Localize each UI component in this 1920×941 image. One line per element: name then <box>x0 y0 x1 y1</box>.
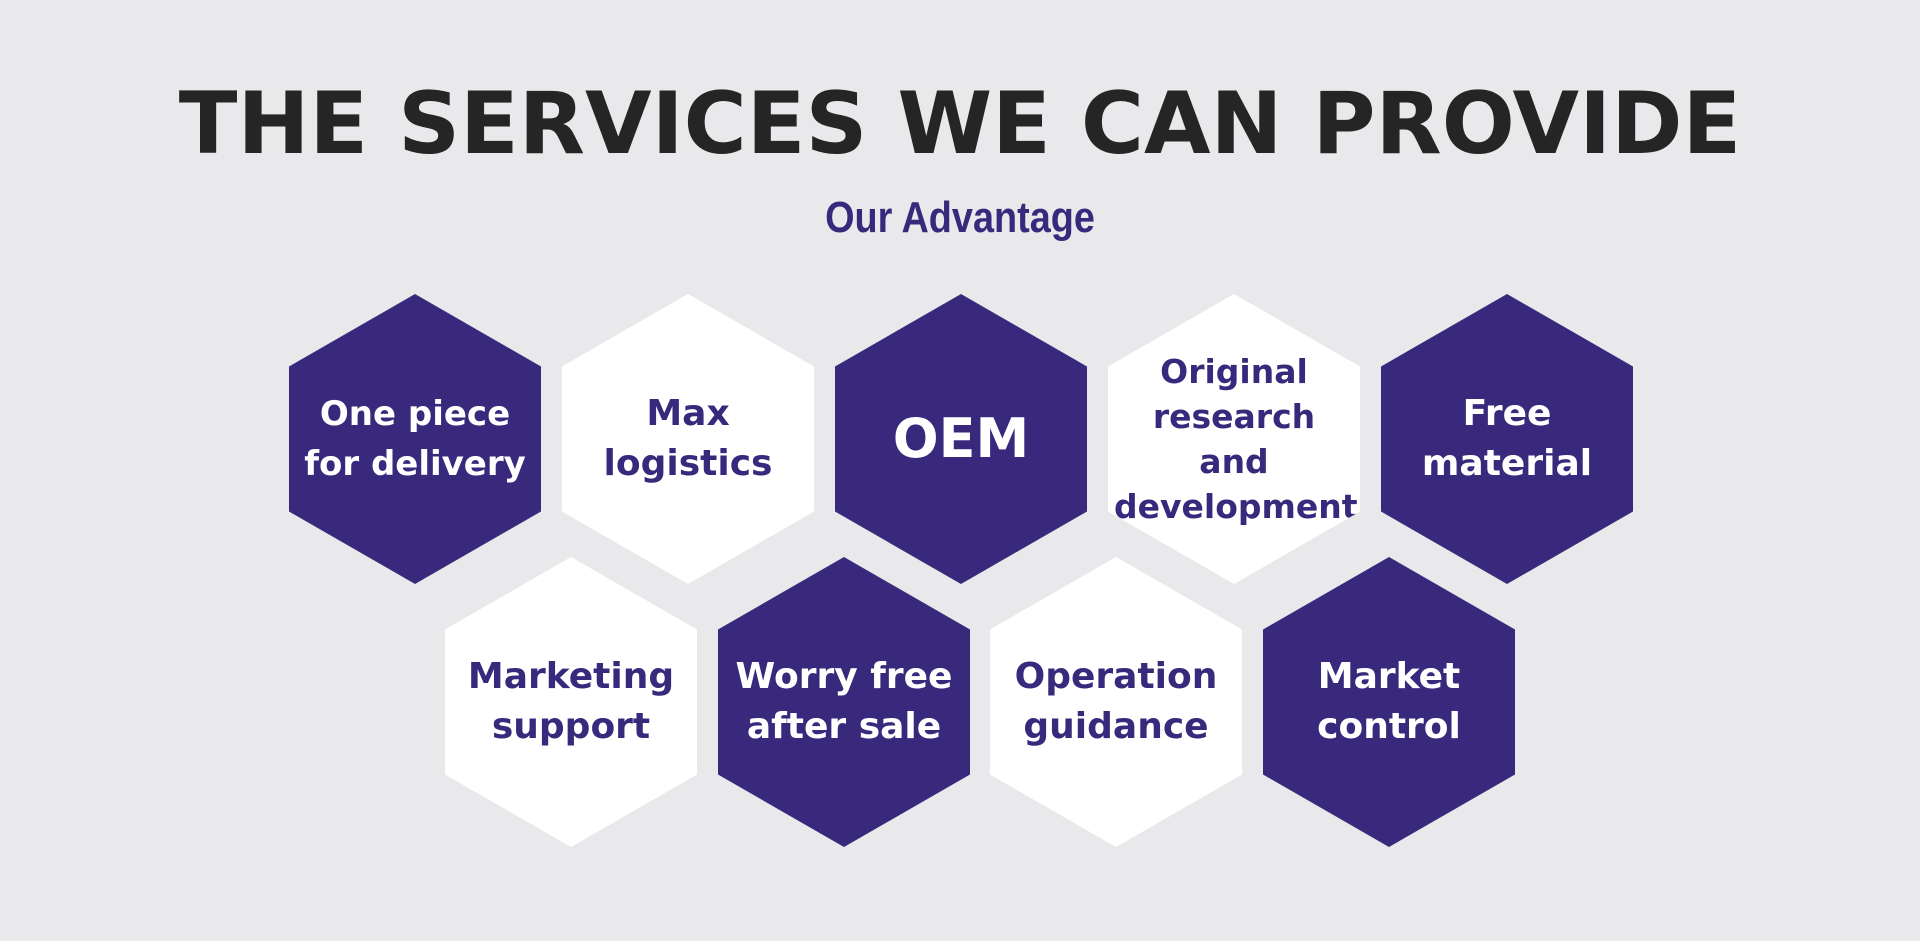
service-hex-market-control: Market control <box>1263 557 1515 847</box>
service-label: One piece for delivery <box>304 394 526 484</box>
service-hex-operation-guidance: Operation guidance <box>990 557 1242 847</box>
page-title: THE SERVICES WE CAN PROVIDE <box>178 74 1742 174</box>
service-label: Free material <box>1421 393 1593 484</box>
service-label: Max logistics <box>603 393 773 484</box>
service-hex-max-logistics: Max logistics <box>562 294 814 584</box>
service-label: Marketing support <box>467 656 675 747</box>
service-label: Original research and development <box>1114 352 1358 526</box>
service-hex-one-piece-delivery: One piece for delivery <box>289 294 541 584</box>
service-hex-original-research: Original research and development <box>1108 294 1360 584</box>
service-hex-worry-free: Worry free after sale <box>718 557 970 847</box>
service-label: Worry free after sale <box>735 656 953 747</box>
service-label: Market control <box>1317 656 1461 747</box>
service-hex-free-material: Free material <box>1381 294 1633 584</box>
page-subtitle: Our Advantage <box>825 193 1095 242</box>
service-hex-oem: OEM <box>835 294 1087 584</box>
service-label: Operation guidance <box>1014 656 1218 747</box>
service-label: OEM <box>892 407 1030 470</box>
service-hex-marketing-support: Marketing support <box>445 557 697 847</box>
